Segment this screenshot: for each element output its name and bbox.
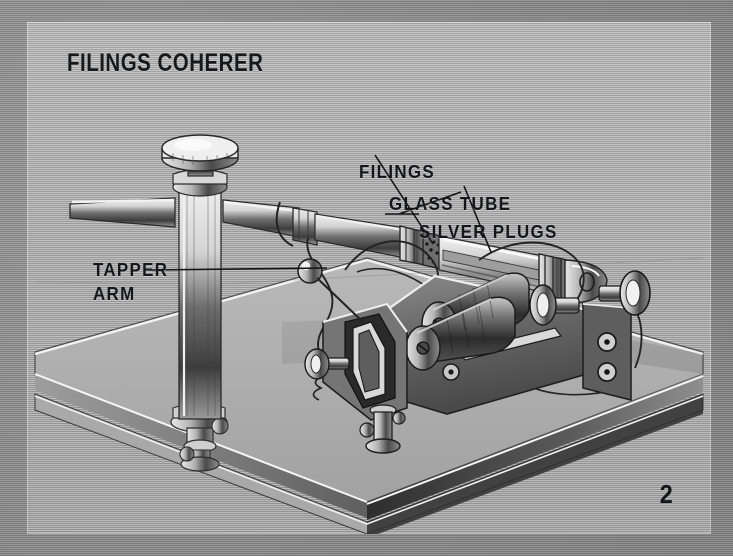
page-number: 2 <box>659 479 673 509</box>
label-glass-tube: GLASS TUBE <box>389 194 512 214</box>
relay-support-leg <box>359 404 406 454</box>
label-filings: FILINGS <box>359 162 435 182</box>
relay-coils <box>405 272 530 371</box>
contact-spring <box>304 302 408 421</box>
label-tapper-arm-line2: ARM <box>93 284 136 304</box>
terminal-bracket <box>582 303 632 401</box>
tapper-arm-rod <box>69 197 318 246</box>
label-tapper-arm-line1: TAPPER <box>93 260 169 280</box>
contact-ball <box>297 258 364 323</box>
binding-post-outer <box>598 270 651 316</box>
leader-glass-tube <box>463 185 492 253</box>
glass-tube-assembly <box>314 213 608 304</box>
illustration-panel: FILINGS COHERER FILINGS GLASS TUBE SILVE… <box>27 22 711 534</box>
leader-tapper-arm <box>148 267 328 271</box>
leader-filings <box>374 154 434 245</box>
relay-assembly <box>304 270 651 454</box>
leader-glass-tube-2 <box>398 191 462 215</box>
coherer-engraving <box>34 134 704 534</box>
binding-post-inner <box>529 284 580 326</box>
leader-lines <box>148 154 492 271</box>
label-silver-plugs: SILVER PLUGS <box>419 222 558 242</box>
tapper-post <box>161 134 239 472</box>
page-title: FILINGS COHERER <box>67 49 264 77</box>
